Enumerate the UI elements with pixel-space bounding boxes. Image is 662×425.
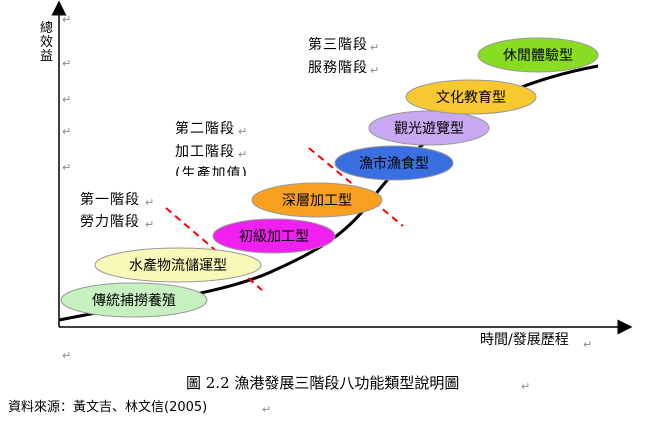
paragraph-mark: ↵ — [583, 338, 593, 351]
stage-2-note-clip: (生產加值) — [175, 166, 265, 176]
type-ellipse-shape — [334, 145, 454, 181]
type-ellipse-shape — [477, 37, 599, 73]
stage-3-title: 第三階段 — [308, 37, 368, 53]
stage-1-subtitle: 勞力階段 — [80, 214, 140, 230]
type-ellipse: 水產物流儲運型 — [94, 247, 262, 283]
paragraph-mark: ↵ — [62, 13, 72, 26]
stage-2-title: 第二階段 — [175, 121, 235, 137]
paragraph-mark: ↵ — [62, 125, 72, 138]
stage-2-note: (生產加值) — [175, 166, 248, 176]
paragraph-mark: ↵ — [370, 64, 380, 77]
x-axis-label: 時間/發展歷程 — [480, 332, 569, 348]
type-label: 水產物流儲運型 — [129, 257, 227, 274]
type-ellipse-shape — [405, 79, 537, 115]
type-label: 觀光遊覽型 — [394, 121, 464, 137]
paragraph-mark: ↵ — [370, 41, 380, 54]
type-ellipse: 休閒體驗型 — [477, 37, 599, 73]
type-ellipse-shape — [251, 182, 383, 218]
type-label: 傳統捕撈養殖 — [92, 292, 176, 309]
type-ellipse: 深層加工型 — [251, 182, 383, 218]
type-ellipse: 初級加工型 — [212, 218, 336, 254]
source-note: 資料來源：黃文吉、林文信(2005) — [8, 400, 208, 415]
stage-1-title: 第一階段 — [80, 192, 140, 208]
type-label: 漁市漁食型 — [359, 155, 429, 172]
type-ellipse: 觀光遊覽型 — [368, 110, 490, 146]
type-ellipse: 文化教育型 — [405, 79, 537, 115]
paragraph-mark: ↵ — [62, 57, 72, 70]
paragraph-mark: ↵ — [145, 218, 155, 231]
paragraph-mark: ↵ — [62, 349, 72, 362]
paragraph-mark: ↵ — [238, 125, 248, 138]
type-ellipse-shape — [60, 282, 208, 318]
type-ellipse-shape — [94, 247, 262, 283]
type-ellipse: 傳統捕撈養殖 — [60, 282, 208, 318]
paragraph-mark: ↵ — [262, 403, 272, 416]
y-axis-label: 總效益 — [40, 21, 54, 64]
paragraph-mark: ↵ — [62, 93, 72, 106]
paragraph-mark: ↵ — [238, 148, 248, 161]
type-label: 深層加工型 — [282, 193, 352, 209]
paragraph-mark: ↵ — [62, 161, 72, 174]
type-label: 文化教育型 — [436, 90, 506, 106]
stage-2-subtitle: 加工階段 — [175, 144, 235, 160]
paragraph-mark: ↵ — [521, 380, 531, 393]
stage-3-subtitle: 服務階段 — [308, 60, 368, 76]
type-ellipse-shape — [212, 218, 336, 254]
stage-divider-1 — [165, 207, 263, 291]
type-ellipse-shape — [368, 110, 490, 146]
type-label: 初級加工型 — [239, 228, 309, 245]
figure-caption: 圖 2.2 漁港發展三階段八功能類型說明圖 — [186, 374, 460, 392]
paragraph-mark: ↵ — [145, 196, 155, 209]
type-ellipse: 漁市漁食型 — [334, 145, 454, 181]
type-label: 休閒體驗型 — [503, 48, 573, 64]
